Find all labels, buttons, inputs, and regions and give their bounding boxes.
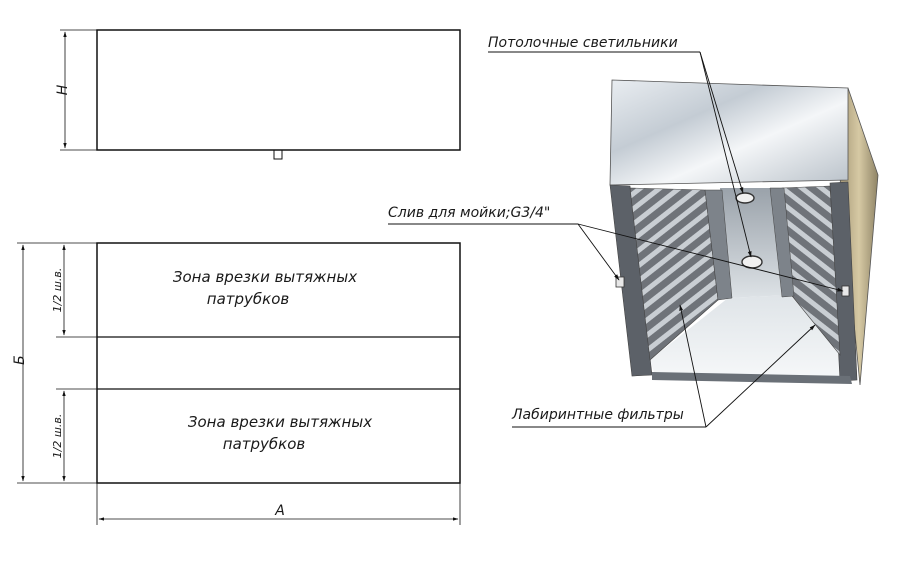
- drain-label: Слив для мойки;G3/4": [388, 205, 550, 221]
- hood-inner-wall: [720, 188, 790, 298]
- drain-stub: [273, 149, 283, 160]
- half-width-top-label: 1/2 ш.в.: [51, 268, 64, 313]
- drain-fitting-right: [841, 285, 850, 297]
- right-filter-holder: [769, 187, 795, 298]
- bottom-zone-label-line2: патрубков: [223, 435, 306, 453]
- ceiling-light-1: [735, 192, 755, 204]
- hood-top-face: [609, 79, 849, 186]
- plan-view: Зона врезки вытяжных патрубков Зона врез…: [12, 242, 461, 525]
- callout-filters: Лабиринтные фильтры: [511, 304, 816, 428]
- plan-rect: [96, 242, 461, 484]
- left-filter-holder: [704, 189, 733, 301]
- half-width-bottom-label: 1/2 ш.в.: [51, 414, 64, 459]
- elevation-view: H: [55, 29, 461, 160]
- width-label: A: [274, 503, 285, 519]
- elevation-rect: [96, 29, 461, 151]
- filters-label: Лабиринтные фильтры: [511, 407, 684, 423]
- hood-3d-view: [609, 79, 879, 386]
- callout-ceiling-lights: Потолочные светильники: [488, 35, 752, 258]
- depth-label: Б: [12, 355, 28, 365]
- callout-drain: Слив для мойки;G3/4": [388, 205, 844, 292]
- drain-fitting-left: [615, 276, 625, 288]
- top-zone-label-line1: Зона врезки вытяжных: [173, 268, 357, 286]
- ceiling-lights-label: Потолочные светильники: [488, 35, 678, 51]
- top-zone-label-line2: патрубков: [207, 290, 290, 308]
- hood-interior-floor: [650, 295, 850, 380]
- hood-bottom-frame: [652, 372, 852, 384]
- height-label: H: [55, 84, 71, 95]
- bottom-zone-label-line1: Зона врезки вытяжных: [188, 413, 372, 431]
